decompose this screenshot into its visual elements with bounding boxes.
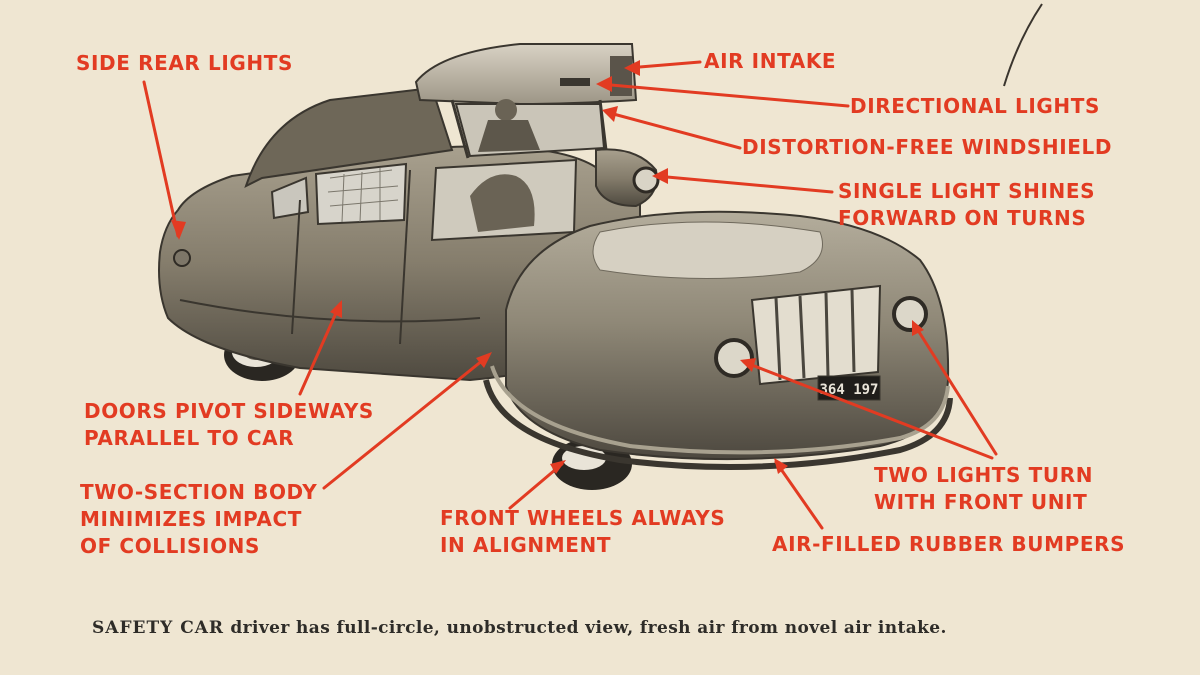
- caption-rest: driver has full-circle, unobstructed vie…: [224, 618, 947, 638]
- leader-two-section: [322, 354, 490, 490]
- canopy: [414, 43, 638, 159]
- leader-doors: [298, 302, 342, 396]
- label-bumpers: AIR-FILLED RUBBER BUMPERS: [772, 532, 1126, 556]
- leader-front-wheels: [508, 462, 564, 510]
- single-light-pod: [595, 148, 660, 208]
- license-plate-text: 364 197: [819, 382, 878, 398]
- rear-body: [158, 86, 641, 382]
- label-single-light: SINGLE LIGHT SHINES FORWARD ON TURNS: [838, 179, 1096, 230]
- leader-single-light: [654, 174, 834, 194]
- caption-lead: SAFETY CAR: [92, 618, 225, 638]
- leader-bumpers: [774, 460, 824, 530]
- label-air-intake: AIR INTAKE: [704, 49, 837, 73]
- left-headlight: [714, 338, 754, 378]
- leader-lines: [142, 60, 998, 530]
- side-rear-light: [173, 249, 191, 267]
- label-two-lights: TWO LIGHTS TURN WITH FRONT UNIT: [874, 463, 1094, 514]
- corner-pen-stroke: [1003, 3, 1043, 87]
- leader-directional-lights: [598, 82, 850, 108]
- single-light: [632, 166, 660, 194]
- leader-windshield: [604, 110, 742, 150]
- label-directional-lights: DIRECTIONAL LIGHTS: [850, 94, 1100, 118]
- label-doors: DOORS PIVOT SIDEWAYS PARALLEL TO CAR: [84, 399, 374, 450]
- label-two-section: TWO-SECTION BODY MINIMIZES IMPACT OF COL…: [80, 480, 318, 558]
- front-unit: 364 197: [483, 210, 953, 471]
- leader-two-lights-a: [742, 360, 994, 460]
- leader-side-rear-lights: [142, 80, 180, 238]
- right-headlight: [892, 296, 928, 332]
- leader-arrowheads: [171, 60, 924, 474]
- label-front-wheels: FRONT WHEELS ALWAYS IN ALIGNMENT: [440, 506, 726, 557]
- label-side-rear-lights: SIDE REAR LIGHTS: [76, 51, 293, 75]
- label-windshield: DISTORTION-FREE WINDSHIELD: [742, 135, 1113, 159]
- license-plate: [817, 375, 881, 401]
- figure-caption: SAFETY CAR driver has full-circle, unobs…: [92, 618, 947, 638]
- leader-two-lights-b: [912, 322, 998, 456]
